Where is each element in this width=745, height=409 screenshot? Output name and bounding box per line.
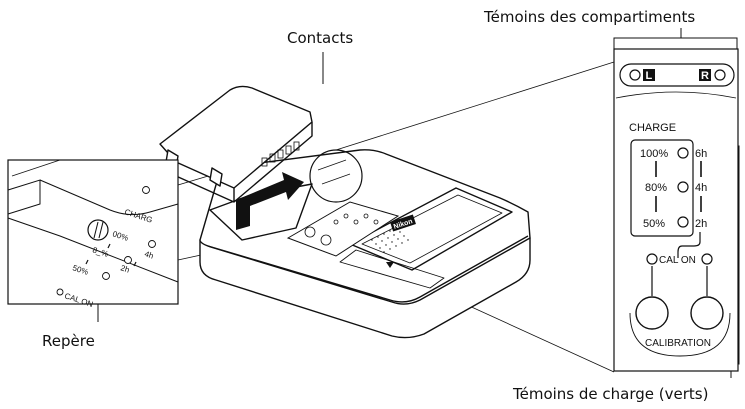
charge-lamp-100 <box>678 148 688 158</box>
inset-lamp-top <box>143 187 150 194</box>
charger-button-1 <box>305 227 315 237</box>
calibration-button-left <box>636 297 668 329</box>
contact-pin-3 <box>278 150 283 158</box>
label-charge-lamps: Témoins de charge (verts) <box>512 385 708 403</box>
cal-on-label: CAL ON <box>659 255 696 266</box>
leader-compartment-bracket <box>614 38 737 49</box>
charger-lamp-4 <box>364 214 368 218</box>
charger-lamp-3 <box>354 220 358 224</box>
inset-lamp-80 <box>125 257 132 264</box>
charge-lamp-80 <box>678 182 688 192</box>
cal-on-lamp-right <box>702 254 712 264</box>
charge-percent-80: 80% <box>645 182 667 194</box>
charger-lamp-2 <box>344 214 348 218</box>
charge-hour-6: 6h <box>695 148 707 160</box>
calibration-button-right <box>691 297 723 329</box>
charge-heading: CHARGE <box>629 122 676 134</box>
charger-body <box>200 150 530 338</box>
cal-on-lamp-left <box>647 254 657 264</box>
charger-lamp-1 <box>334 220 338 224</box>
charger-button-2 <box>321 235 331 245</box>
zoom-line-top <box>336 62 614 150</box>
charge-hour-2: 2h <box>695 218 707 230</box>
slot-left-label: L <box>646 70 653 82</box>
charge-lamp-50 <box>678 217 688 227</box>
compartment-lamp-right <box>715 70 725 80</box>
inset-lamp-100 <box>149 241 156 248</box>
calibration-label: CALIBRATION <box>645 338 711 349</box>
contact-pin-4 <box>286 146 291 154</box>
charge-hour-4: 4h <box>695 182 707 194</box>
label-compartment-lamps: Témoins des compartiments <box>483 8 695 26</box>
slot-right-label: R <box>701 70 709 82</box>
charger-lamp-5 <box>374 220 378 224</box>
compartment-lamp-left <box>630 70 640 80</box>
right-panel: L R CHARGE 100% 80% 50% 6h 4h 2h CAL ON <box>614 49 738 371</box>
inset-lamp-cal <box>57 289 63 295</box>
label-mark: Repère <box>42 332 95 350</box>
label-contacts: Contacts <box>287 29 353 47</box>
inset-lamp-50 <box>103 273 110 280</box>
charge-percent-50: 50% <box>643 218 665 230</box>
left-inset: CHARG 00% 8_% 50% 4h 2h CAL ON <box>8 160 178 309</box>
charge-percent-100: 100% <box>640 148 668 160</box>
